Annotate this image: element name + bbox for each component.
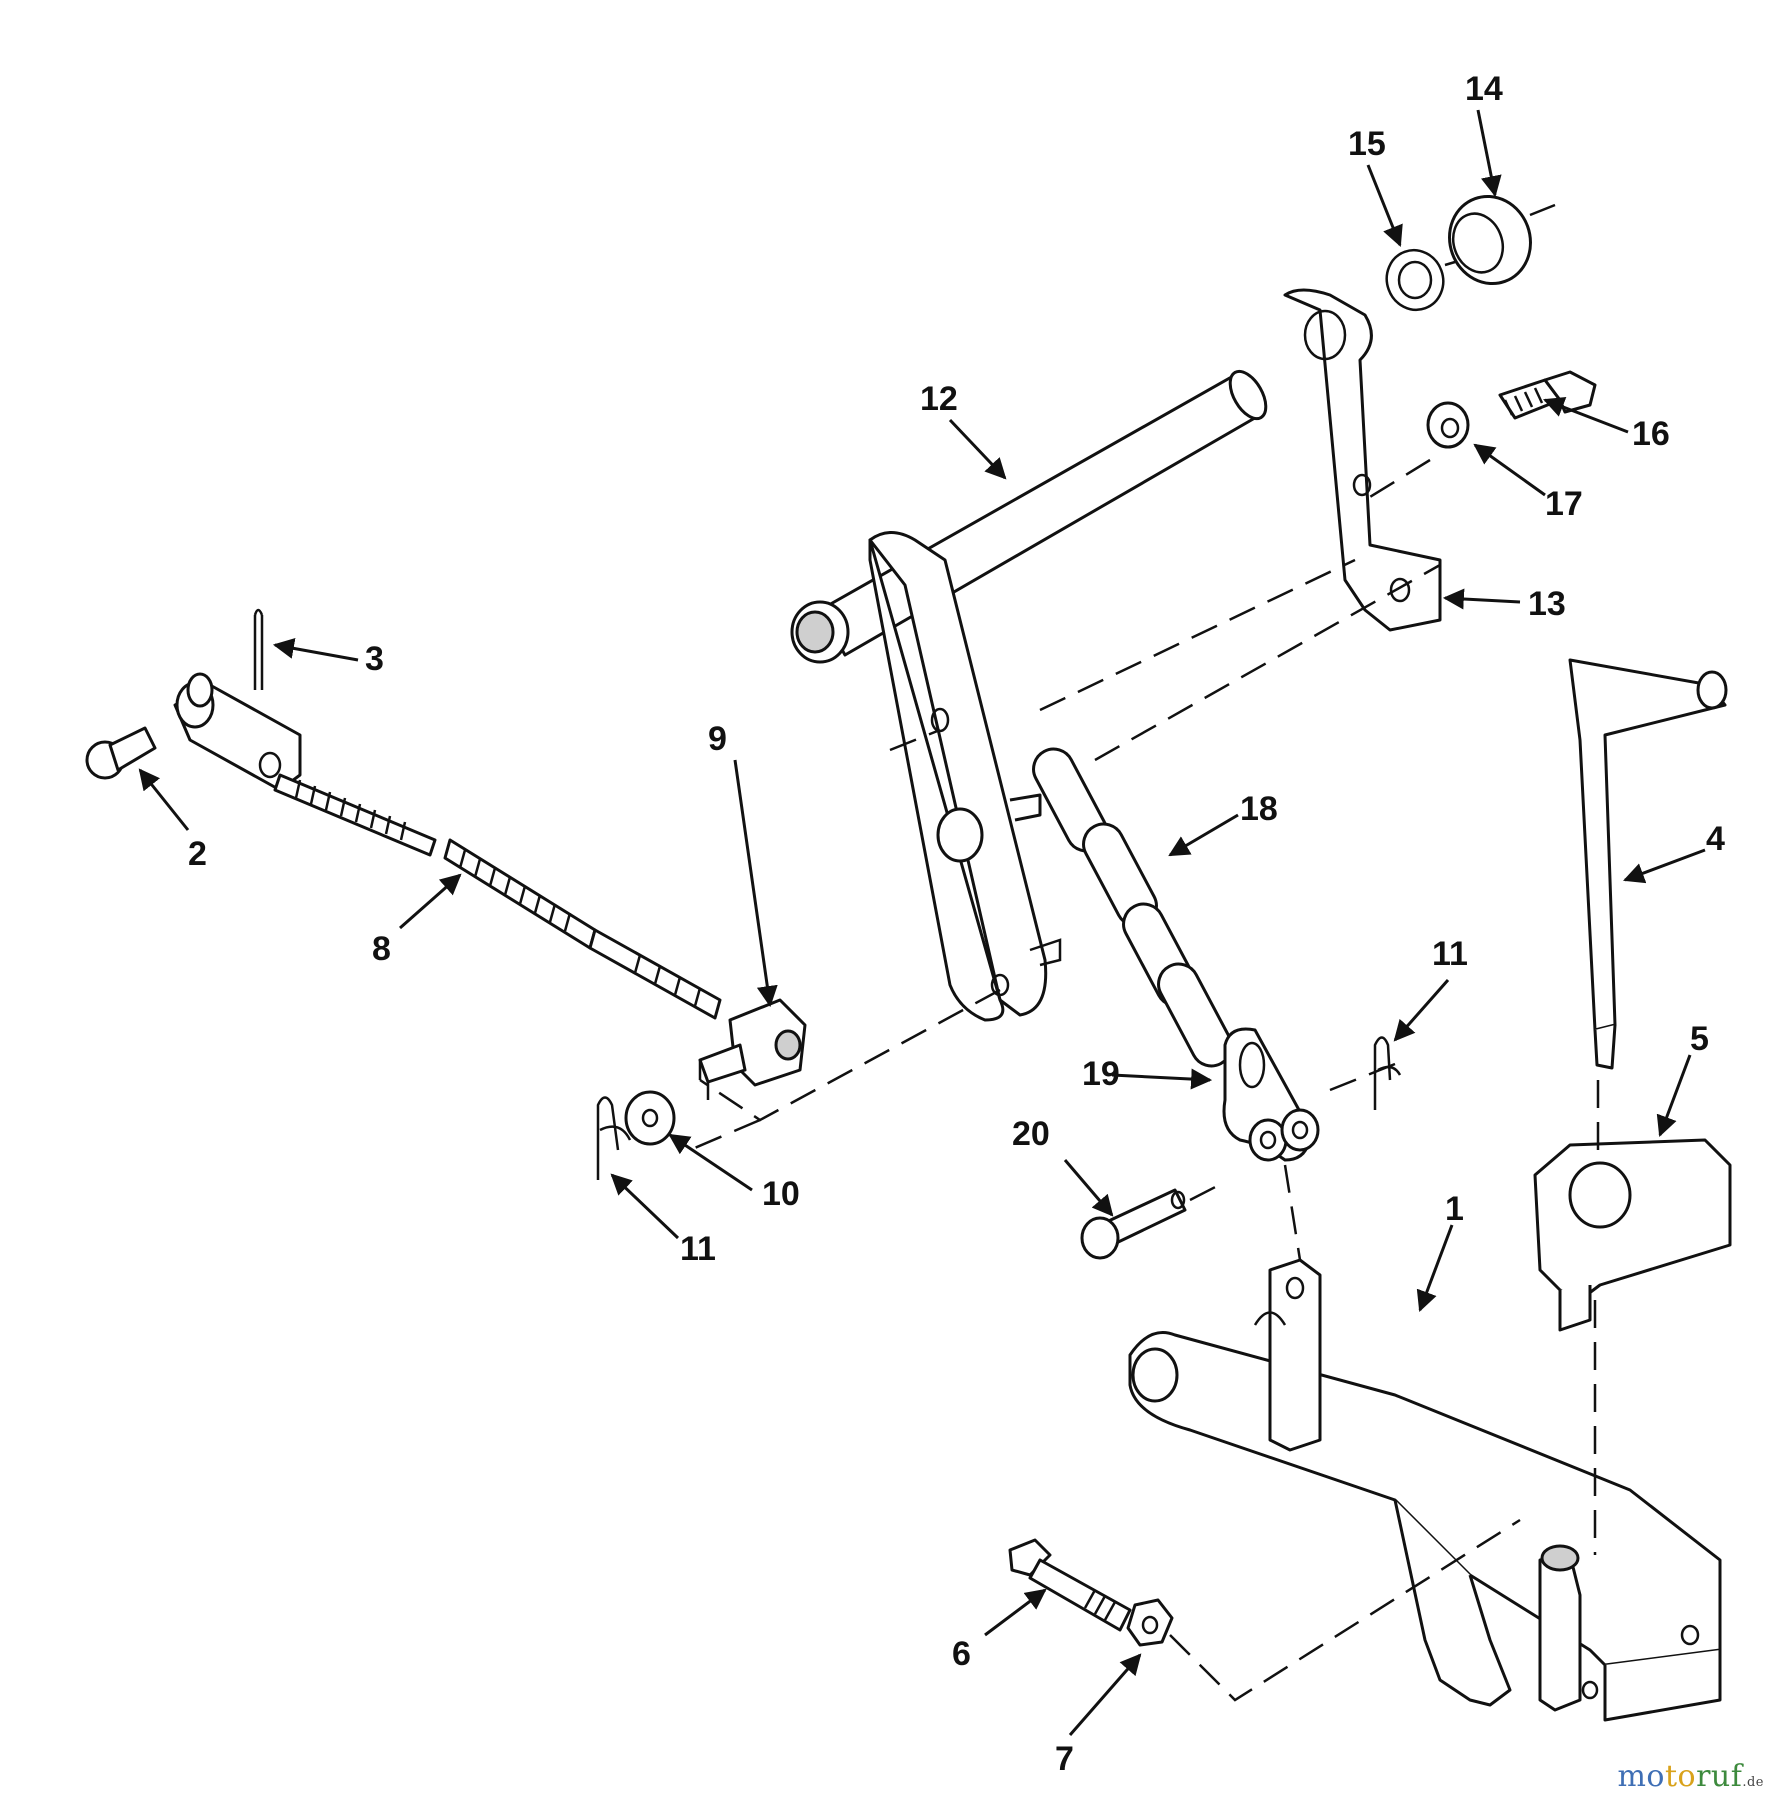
label-18: 18 <box>1240 790 1278 828</box>
main-lever-plate <box>868 531 1062 1022</box>
leader-arrows <box>138 109 1706 1736</box>
label-8: 8 <box>372 930 391 968</box>
part-12-shaft <box>790 369 1268 664</box>
label-14: 14 <box>1465 70 1503 108</box>
part-13-arm-plate <box>1283 288 1442 632</box>
label-7: 7 <box>1055 1740 1074 1778</box>
part-17-lock-washer <box>1426 401 1470 449</box>
clevis <box>173 672 302 792</box>
part-8-threaded-rod <box>273 773 722 1020</box>
part-4-handle <box>1568 658 1728 1070</box>
label-1: 1 <box>1445 1190 1464 1228</box>
part-2-clevis-pin <box>85 726 157 780</box>
part-15-snap-ring <box>1385 248 1445 312</box>
label-10: 10 <box>762 1175 800 1213</box>
part-7-nut <box>1126 1598 1174 1647</box>
label-20: 20 <box>1012 1115 1050 1153</box>
label-19: 19 <box>1082 1055 1120 1093</box>
label-17: 17 <box>1545 485 1583 523</box>
callout-labels: 14 15 16 17 13 12 3 2 8 18 4 11 19 20 5 … <box>188 70 1725 1778</box>
part-20-pin <box>1080 1188 1187 1260</box>
part-9-swivel-block <box>698 998 807 1100</box>
part-14-bushing <box>1448 194 1556 286</box>
part-10-washer <box>624 1090 676 1146</box>
label-11-left: 11 <box>680 1230 716 1268</box>
label-2: 2 <box>188 835 207 873</box>
label-9: 9 <box>708 720 727 758</box>
label-16: 16 <box>1632 415 1670 453</box>
part-5-bracket <box>1533 1138 1732 1332</box>
axis-line-14-15 <box>1444 260 1456 267</box>
assembly-lines <box>689 458 1600 1702</box>
label-4: 4 <box>1706 820 1725 858</box>
label-12: 12 <box>920 380 958 418</box>
part-3-cotter-pin <box>253 608 264 690</box>
label-3: 3 <box>365 640 384 678</box>
label-6: 6 <box>952 1635 971 1673</box>
motoruf-logo: motoruf.de <box>1617 1759 1764 1794</box>
part-11-hair-pin-right <box>1373 1036 1402 1110</box>
label-13: 13 <box>1528 585 1566 623</box>
part-11-hair-pin-left <box>596 1096 632 1180</box>
label-15: 15 <box>1348 125 1386 163</box>
part-19-clevis-link <box>1222 1027 1320 1162</box>
label-11-right: 11 <box>1432 935 1468 973</box>
part-18-chain <box>1032 747 1233 1068</box>
part-16-bolt <box>1498 370 1597 420</box>
part-6-bolt <box>1008 1538 1132 1632</box>
part-1-hitch-frame <box>1128 1258 1722 1722</box>
label-5: 5 <box>1690 1020 1709 1058</box>
